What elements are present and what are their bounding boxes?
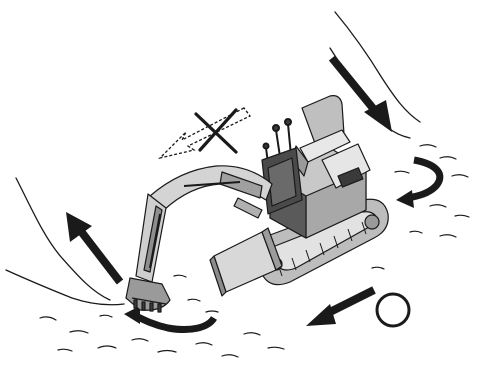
boom-cylinder [234, 198, 262, 218]
prohibited-direction [160, 108, 250, 158]
approach-arrow-lower [306, 290, 374, 326]
dipper-arm [136, 194, 166, 282]
left-slope-contour-1 [16, 178, 110, 300]
mini-excavator [126, 96, 388, 312]
turn-arrow-left [124, 306, 214, 330]
boom-arm [150, 166, 272, 210]
turn-arrow-right [396, 160, 440, 208]
left-slope-contour-2 [6, 270, 124, 305]
bucket [126, 278, 170, 312]
dozer-blade [210, 228, 282, 296]
circle-icon [377, 294, 409, 326]
